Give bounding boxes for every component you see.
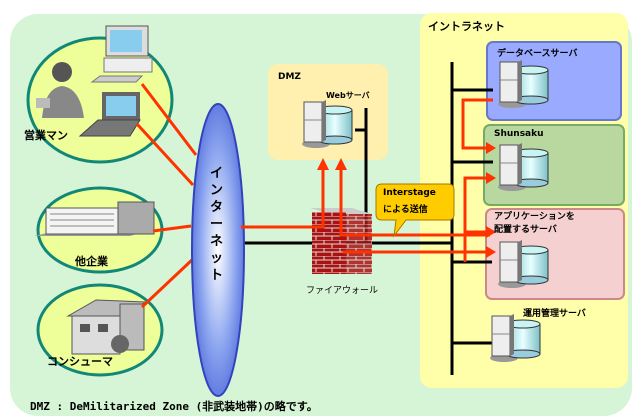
client-label-consumer: コンシューマ — [47, 355, 113, 368]
app-server-icon — [497, 239, 549, 289]
internet-label: インターネット — [210, 166, 224, 283]
db-server-label: データベースサーバ — [497, 49, 578, 59]
office-building-icon — [34, 201, 155, 236]
callout-line1: Interstage — [383, 188, 436, 198]
web-server-icon — [301, 99, 353, 149]
internet-cloud — [191, 103, 245, 397]
client-label-sales: 営業マン — [24, 129, 68, 142]
interstage-callout — [375, 183, 455, 238]
mgmt-server-icon — [489, 313, 541, 363]
flow-arrows — [241, 98, 493, 262]
callout-line2: による送信 — [383, 205, 428, 215]
client-links — [135, 83, 198, 309]
app-server-label-line1: アプリケーションを — [494, 212, 575, 222]
shunsaku-server-icon — [497, 142, 549, 192]
web-server-label: Webサーバ — [326, 91, 370, 100]
laptop-icon — [78, 92, 141, 137]
footnote: DMZ : DeMilitarized Zone (非武装地帯)の略です。 — [30, 400, 318, 413]
intranet-title: イントラネット — [428, 20, 505, 33]
shunsaku-label: Shunsaku — [494, 129, 544, 139]
mgmt-server-label: 運用管理サーバ — [523, 309, 586, 319]
desktop-pc-icon — [90, 25, 153, 83]
firewall-label: ファイアウォール — [306, 286, 379, 296]
salesman-icon — [36, 62, 84, 118]
dmz-title: DMZ — [278, 72, 301, 82]
client-label-company: 他企業 — [75, 255, 108, 268]
arrow-heads — [317, 142, 496, 258]
house-icon — [66, 299, 148, 355]
app-server-label-line2: 配置するサーバ — [494, 225, 557, 235]
db-server-icon — [497, 59, 549, 109]
